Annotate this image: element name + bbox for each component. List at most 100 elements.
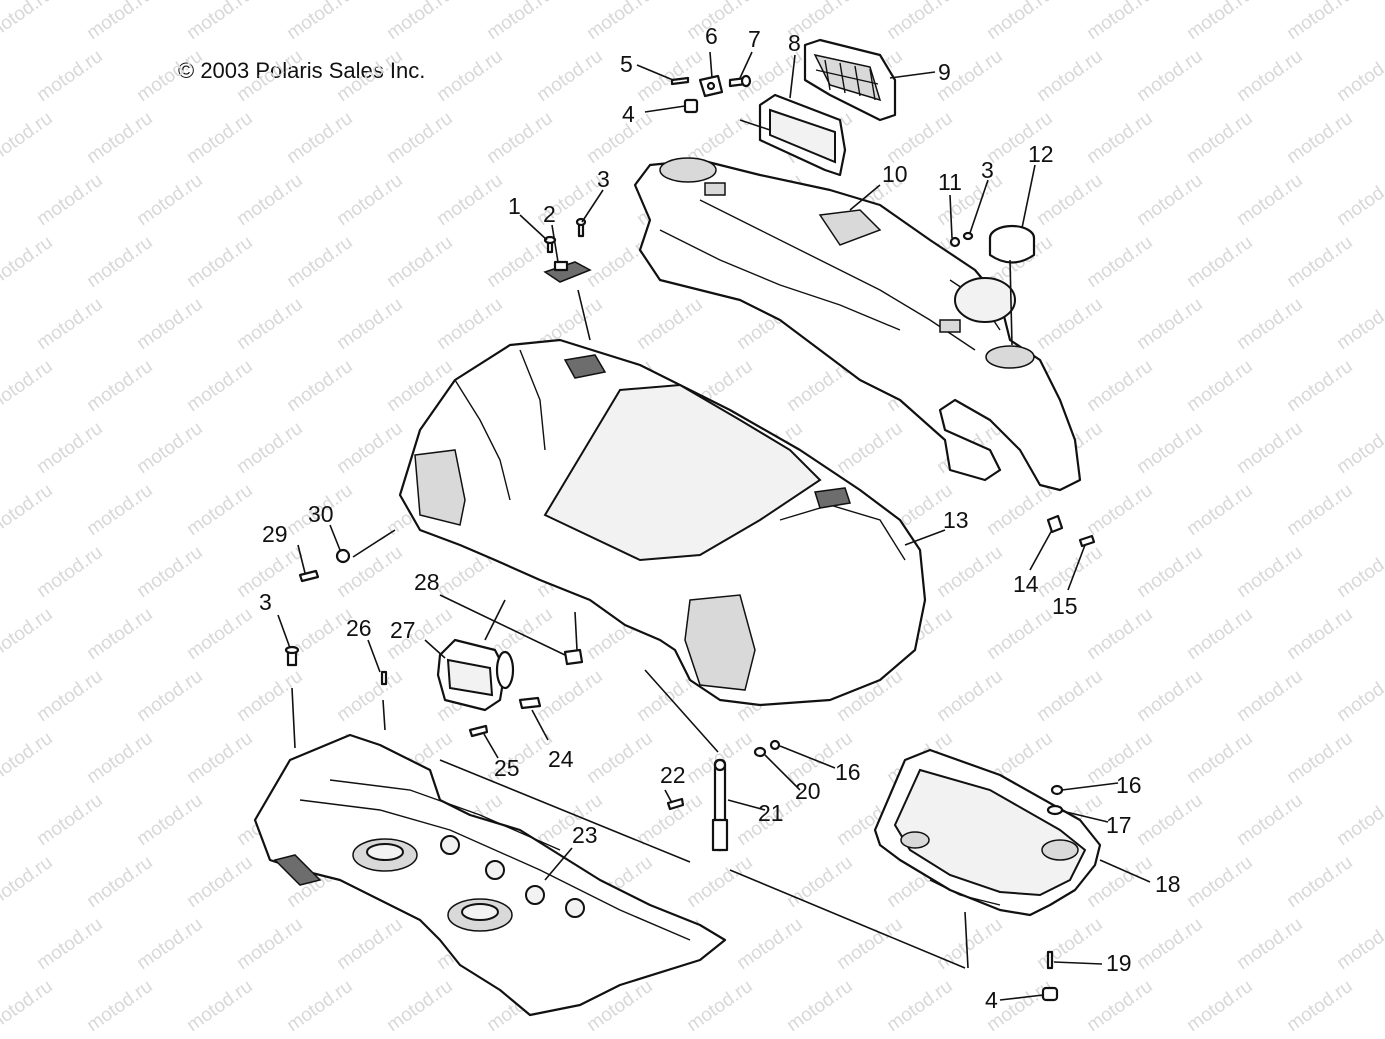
watermark-text: motod.ru [1333, 914, 1385, 974]
watermark-text: motod.ru [1333, 170, 1385, 230]
watermark-text: motod.ru [1183, 604, 1256, 664]
callout-17: 17 [1106, 812, 1132, 838]
watermark-text: motod.ru [1233, 46, 1306, 106]
watermark-text: motod.ru [133, 418, 206, 478]
watermark-text: motod.ru [233, 46, 306, 106]
watermark-text: motod.ru [633, 294, 706, 354]
callout-6: 6 [705, 23, 718, 49]
watermark-text: motod.ru [83, 604, 156, 664]
callout-19: 19 [1106, 950, 1132, 976]
watermark-text: motod.ru [83, 852, 156, 912]
copyright-notice: © 2003 Polaris Sales Inc. [178, 58, 426, 83]
callout-4-b: 4 [985, 987, 998, 1013]
watermark-text: motod.ru [533, 46, 606, 106]
watermark-text: motod.ru [83, 356, 156, 416]
part-headlight [436, 638, 515, 712]
part-bracket [543, 260, 592, 283]
watermark-text: motod.ru [183, 356, 256, 416]
watermark-text: motod.ru [733, 914, 806, 974]
watermark-text: motod.ru [583, 108, 656, 168]
watermark-text: motod.ru [1083, 0, 1156, 44]
watermark-text: motod.ru [1033, 666, 1106, 726]
part-lower-cover [253, 733, 727, 1017]
watermark-text: motod.ru [0, 728, 57, 788]
watermark-text: motod.ru [1083, 232, 1156, 292]
watermark-text: motod.ru [1333, 790, 1385, 850]
watermark-text: motod.ru [1033, 170, 1106, 230]
callout-3-c: 3 [259, 589, 272, 615]
watermark-text: motod.ru [233, 666, 306, 726]
watermark-text: motod.ru [1183, 232, 1256, 292]
watermark-text: motod.ru [933, 914, 1006, 974]
watermark-text: motod.ru [483, 108, 556, 168]
watermark-text: motod.ru [383, 976, 456, 1036]
watermark-text: motod.ru [433, 170, 506, 230]
callout-14: 14 [1013, 571, 1039, 597]
watermark-text: motod.ru [1083, 976, 1156, 1036]
callout-11: 11 [938, 169, 962, 195]
watermark-text: motod.ru [1333, 542, 1385, 602]
watermark-text: motod.ru [1283, 728, 1356, 788]
watermark-text: motod.ru [33, 666, 106, 726]
callout-24: 24 [548, 746, 574, 772]
watermark-text: motod.ru [83, 480, 156, 540]
watermark-text: motod.ru [1283, 976, 1356, 1036]
callout-12: 12 [1028, 141, 1054, 167]
watermark-text: motod.ru [1333, 294, 1385, 354]
watermark-text: motod.ru [133, 542, 206, 602]
watermark-text: motod.ru [783, 852, 856, 912]
watermark-text: motod.ru [483, 0, 556, 44]
watermark-text: motod.ru [833, 418, 906, 478]
watermark-text: motod.ru [683, 0, 756, 44]
callout-3-a: 3 [597, 166, 610, 192]
watermark-text: motod.ru [433, 294, 506, 354]
callout-29: 29 [262, 521, 288, 547]
part-cap [988, 224, 1036, 264]
callout-8: 8 [788, 30, 801, 56]
callout-28: 28 [414, 569, 440, 595]
watermark-text: motod.ru [83, 728, 156, 788]
watermark-text: motod.ru [233, 418, 306, 478]
watermark-text: motod.ru [333, 46, 406, 106]
watermark-text: motod.ru [1333, 46, 1385, 106]
watermark-text: motod.ru [0, 0, 57, 44]
watermark-text: motod.ru [883, 0, 956, 44]
watermark-text: motod.ru [83, 976, 156, 1036]
watermark-text: motod.ru [283, 0, 356, 44]
watermark-text: motod.ru [933, 542, 1006, 602]
watermark-text: motod.ru [683, 852, 756, 912]
watermark-text: motod.ru [433, 46, 506, 106]
watermark-text: motod.ru [583, 0, 656, 44]
watermark-text: motod.ru [133, 914, 206, 974]
callout-16-a: 16 [835, 759, 861, 785]
watermark-text: motod.ru [1233, 666, 1306, 726]
watermark-text: motod.ru [333, 418, 406, 478]
watermark-text: motod.ru [333, 294, 406, 354]
callout-9: 9 [938, 59, 951, 85]
watermark-text: motod.ru [233, 294, 306, 354]
watermark-text: motod.ru [1133, 170, 1206, 230]
watermark-text: motod.ru [83, 232, 156, 292]
watermark-text: motod.ru [33, 418, 106, 478]
watermark-text: motod.ru [183, 852, 256, 912]
callout-16-b: 16 [1116, 772, 1142, 798]
watermark-text: motod.ru [1083, 108, 1156, 168]
callout-26: 26 [346, 615, 372, 641]
watermark-text: motod.ru [33, 170, 106, 230]
watermark-text: motod.ru [383, 108, 456, 168]
part-storage-tray [873, 748, 1102, 917]
watermark-text: motod.ru [1283, 108, 1356, 168]
callout-labels: 1 2 3 3 3 4 4 5 6 7 8 9 10 11 12 13 14 1… [259, 23, 1181, 1013]
leader-lines [277, 51, 1151, 1001]
watermark-text: motod.ru [283, 108, 356, 168]
watermark-text: motod.ru [183, 976, 256, 1036]
watermark-text: motod.ru [983, 0, 1056, 44]
hardware [284, 74, 1096, 1002]
part-grille-frame [758, 93, 847, 177]
watermark-text: motod.ru [1333, 666, 1385, 726]
watermark-text: motod.ru [1133, 418, 1206, 478]
watermark-text: motod.ru [1083, 604, 1156, 664]
callout-3-b: 3 [981, 157, 994, 183]
watermark-text: motod.ru [333, 914, 406, 974]
